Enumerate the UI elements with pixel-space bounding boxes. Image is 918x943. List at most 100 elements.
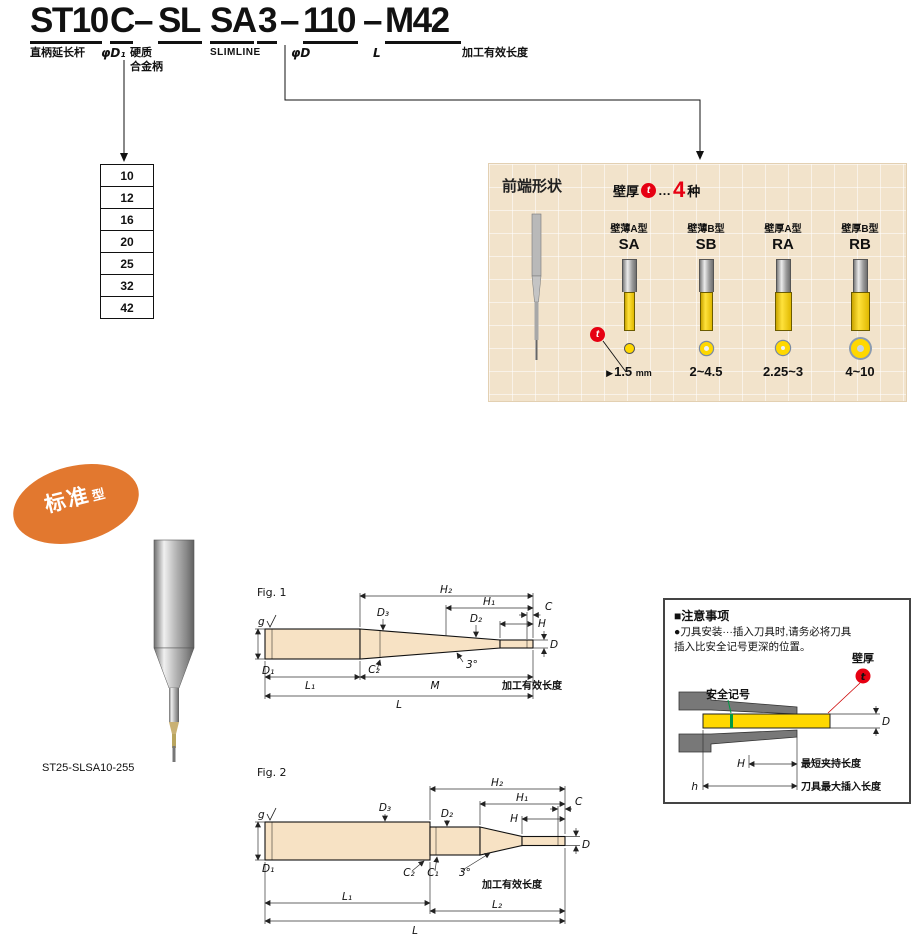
label-effective-length: 加工有效长度 bbox=[462, 47, 528, 59]
fig1-tool-profile bbox=[264, 628, 534, 660]
chuck-upper-jaw bbox=[678, 691, 798, 715]
fig2-effective-length-label: 加工有效长度 bbox=[481, 878, 543, 891]
code-seg-st10: ST10 bbox=[30, 1, 109, 40]
pointer-icon: ▶ bbox=[606, 368, 614, 378]
notes-dim-d: D bbox=[882, 716, 890, 728]
fig1-title: Fig. 1 bbox=[257, 586, 287, 599]
notes-illustration: 安全记号 壁厚 t D H 最短夹持长度 h 刀具最大插入长度 bbox=[678, 651, 890, 793]
label-phi-d1: φD₁ bbox=[101, 46, 126, 60]
notes-box: ■注意事项 ●刀具安装···插入刀具时,请务必将刀具 插入比安全记号更深的位置。… bbox=[663, 598, 911, 804]
tool-shank-icon bbox=[621, 259, 637, 292]
label-straight-shank-extension: 直柄延长杆 bbox=[30, 47, 85, 59]
cross-section bbox=[670, 336, 742, 360]
code-seg-m42: M42 bbox=[385, 1, 450, 40]
t-badge-icon bbox=[855, 668, 871, 684]
label-carbide-line2: 合金柄 bbox=[130, 60, 163, 73]
fig1-dimension-labels: H₂ H₁ C H D D₃ D₂ g D₁ L₁ C₂ M 3° L 加工有效… bbox=[258, 584, 563, 711]
fig2-dim-c: C bbox=[575, 796, 583, 808]
tool-yellow-tip-icon bbox=[623, 292, 635, 331]
code-seg-c: C bbox=[110, 1, 135, 40]
label-carbide-line1: 硬质 bbox=[130, 47, 152, 59]
fig2-drawing: Fig. 2 bbox=[255, 766, 590, 937]
arrow-down-icon bbox=[120, 153, 128, 162]
cross-section-icon bbox=[623, 342, 635, 354]
fig1-dim-h: H bbox=[538, 618, 546, 630]
min-clamp-label: 最短夹持长度 bbox=[801, 757, 862, 770]
fig1-dim-h2: H₂ bbox=[440, 584, 453, 596]
d1-size-cell: 16 bbox=[101, 209, 153, 231]
tool-shank-icon bbox=[852, 259, 868, 292]
surface-finish-icon bbox=[266, 614, 277, 628]
label-slimline: SLIMLINE bbox=[210, 47, 261, 58]
type-code: SB bbox=[695, 236, 717, 253]
type-label: 壁厚A型 bbox=[764, 224, 802, 235]
badge-sub-text: 型 bbox=[90, 485, 107, 504]
slim-tool-icon bbox=[531, 213, 542, 360]
fig2-dimension-labels: H₂ H₁ C H D D₃ D₂ g D₁ C₂ C₁ 3° 加工有效长度 L… bbox=[258, 777, 590, 937]
fig2-dim-d3: D₃ bbox=[379, 802, 391, 814]
cross-section bbox=[824, 336, 896, 360]
fig1-dim-m: M bbox=[430, 680, 439, 692]
fig2-dim-l2: L₂ bbox=[492, 899, 503, 911]
cross-section-icon bbox=[776, 341, 790, 355]
arrow-down-icon bbox=[696, 151, 704, 160]
front-shape-panel: 前端形状 壁厚 t … 4 种 t 壁薄A型 SA ▶1.5 mm 壁薄B型 bbox=[488, 163, 907, 402]
fig1-dim-h1: H₁ bbox=[483, 596, 495, 608]
fig2-dim-h1: H₁ bbox=[516, 792, 528, 804]
tool-tip-illustration bbox=[773, 259, 793, 331]
fig1-dim-d2: D₂ bbox=[470, 613, 483, 625]
type-column-ra: 壁厚A型 RA 2.25~3 bbox=[747, 220, 819, 379]
fig2-title: Fig. 2 bbox=[257, 766, 287, 779]
surface-finish-icon bbox=[266, 807, 277, 821]
tool-shank-icon bbox=[698, 259, 714, 292]
tool-tip-illustration bbox=[696, 259, 716, 331]
type-column-rb: 壁厚B型 RB 4~10 bbox=[824, 220, 896, 379]
wall-prefix: 壁厚 bbox=[613, 183, 640, 199]
fig2-dim-c2: C₂ bbox=[403, 867, 415, 879]
fig2-dim-angle: 3° bbox=[459, 867, 471, 879]
notes-line2: 插入比安全记号更深的位置。 bbox=[674, 641, 811, 654]
code-dash-2: – bbox=[280, 1, 299, 40]
tool-photo bbox=[153, 539, 195, 762]
code-underline bbox=[257, 41, 277, 44]
notes-text: ●刀具安装···插入刀具时,请务必将刀具 插入比安全记号更深的位置。 bbox=[674, 625, 904, 655]
fig1-dim-angle: 3° bbox=[466, 659, 478, 671]
fig2-dim-d1: D₁ bbox=[262, 863, 274, 875]
code-dash-1: – bbox=[134, 1, 153, 40]
notes-line1: ●刀具安装···插入刀具时,请务必将刀具 bbox=[674, 626, 852, 638]
badge-main-text: 标准 bbox=[42, 483, 93, 518]
t-badge-icon: t bbox=[641, 182, 657, 198]
fig2-dim-d2: D₂ bbox=[441, 808, 454, 820]
d1-size-cell: 32 bbox=[101, 275, 153, 297]
wall-dots: … bbox=[658, 182, 672, 198]
tool-yellow-tip-icon bbox=[774, 292, 792, 331]
fig1-dim-g: g bbox=[258, 616, 265, 628]
type-label: 壁厚B型 bbox=[841, 224, 879, 235]
notes-dim-h-lower: h bbox=[691, 781, 698, 793]
t-badge-text: t bbox=[861, 672, 867, 683]
type-column-sa: 壁薄A型 SA ▶1.5 mm bbox=[593, 220, 665, 379]
code-underline bbox=[210, 41, 254, 44]
range-number: 4~10 bbox=[845, 364, 875, 379]
range-number: 1.5 bbox=[614, 364, 633, 379]
d1-size-cell: 20 bbox=[101, 231, 153, 253]
tool-tip-illustration bbox=[619, 259, 639, 331]
fig1-dim-c2: C₂ bbox=[368, 664, 380, 676]
fig1-dim-l1: L₁ bbox=[305, 680, 315, 692]
fig1-detail-lines bbox=[271, 629, 528, 659]
tool-yellow-tip-icon bbox=[699, 292, 713, 331]
tool-model-label: ST25-SLSA10-255 bbox=[42, 762, 135, 774]
t-leader-line bbox=[602, 340, 627, 373]
wall-range-value: ▶1.5 mm bbox=[593, 364, 665, 379]
range-unit: mm bbox=[635, 368, 652, 378]
cross-section bbox=[747, 336, 819, 360]
fig2-dim-c1: C₁ bbox=[427, 867, 439, 879]
fig2-dim-g: g bbox=[258, 809, 265, 821]
notes-dim-h-upper: H bbox=[737, 758, 745, 770]
fig2-detail-lines bbox=[271, 822, 559, 860]
code-underline bbox=[30, 41, 102, 44]
wall-suffix: 种 bbox=[687, 183, 701, 199]
fig2-dim-h2: H₂ bbox=[491, 777, 504, 789]
code-dash-3: – bbox=[363, 1, 382, 40]
fig1-dim-d3: D₃ bbox=[377, 607, 389, 619]
